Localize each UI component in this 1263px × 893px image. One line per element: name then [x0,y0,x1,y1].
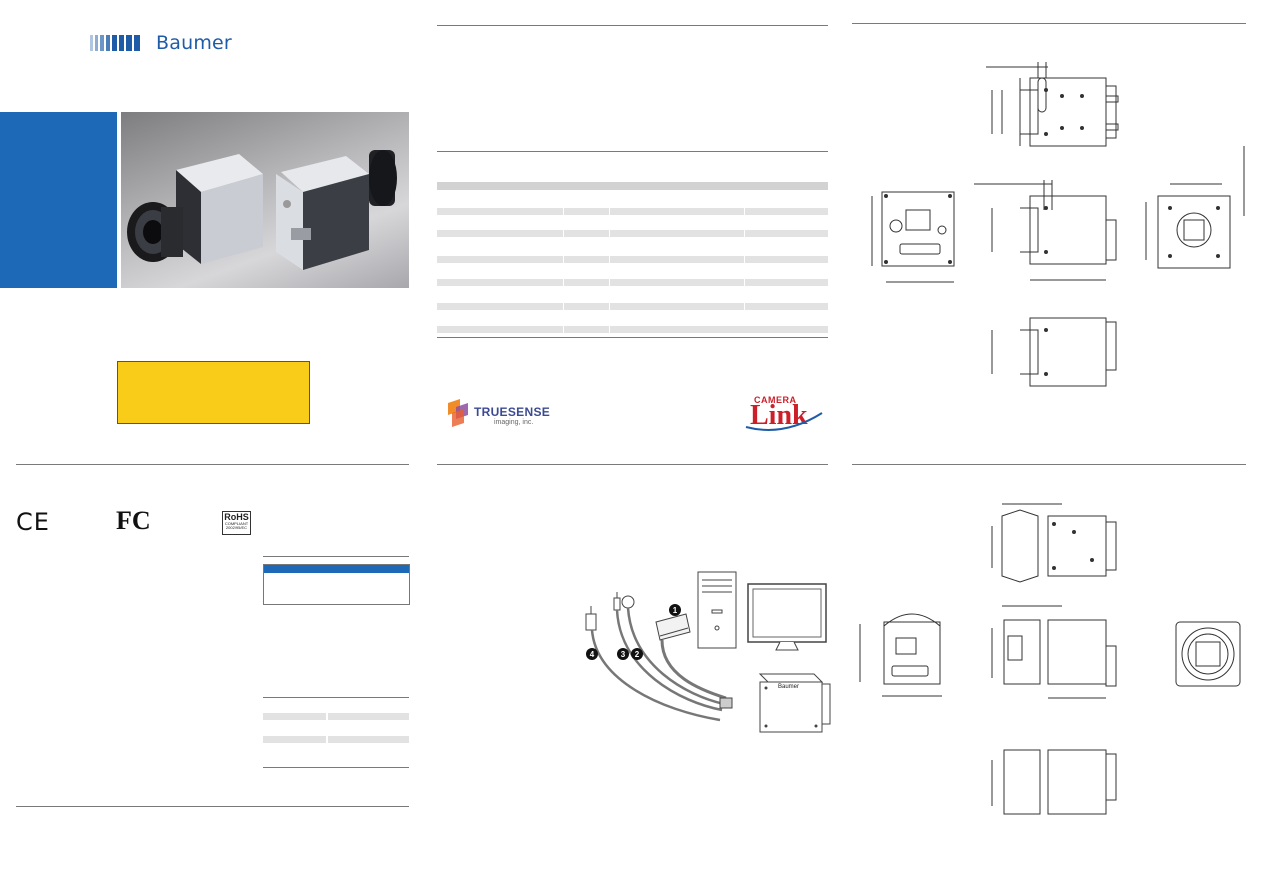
dimension-drawings-top [871,62,1245,387]
divider [437,151,828,152]
marker-1-label: 1 [673,606,678,615]
rohs-badge: RoHS COMPLIANT 2002/95/EC [222,511,251,535]
camera-badge-label: Baumer [778,684,799,690]
table-row [263,736,326,743]
table-row [437,279,828,286]
table-row [437,230,828,237]
table-box [263,564,410,605]
drawing-front-view [1145,146,1245,269]
baumer-logo: Baumer [90,32,232,55]
truesense-sub: imaging, inc. [494,419,534,426]
dimension-drawings-bottom [859,503,1241,815]
drawing-back-view-cmount [859,613,942,697]
camera-icon [719,673,831,733]
highlight-box [117,361,310,424]
ce-mark: CE [16,508,50,536]
table-header-bar [263,564,409,573]
monitor-icon [747,583,827,651]
table-row [437,303,828,310]
pc-tower-icon [697,571,737,649]
drawing-front-view-cmount [1175,621,1241,687]
cover-color-band [0,112,117,288]
rohs-compliant: COMPLIANT [224,521,249,526]
table-row [437,208,828,215]
divider [852,23,1246,24]
io-plug-icon [621,595,635,609]
drawing-bottom-view-cmount [991,749,1117,815]
cameralink-main: Link [750,400,808,431]
marker-3: 3 [617,648,629,660]
rohs-directive: 2002/95/EC [225,525,248,530]
divider [852,464,1246,465]
truesense-logo: TRUESENSE imaging, inc. [446,399,556,431]
divider [437,337,828,338]
connection-diagram: Baumer 1 2 3 4 [585,571,831,733]
divider [263,556,409,557]
drawing-side-view-cmount [991,605,1117,699]
power-plug-icon [613,592,621,611]
cameralink-logo: CAMERA Link [744,395,824,433]
divider [437,464,828,465]
table-row [437,256,828,263]
divider [263,697,409,698]
truesense-mark-icon [448,399,468,427]
marker-1: 1 [669,604,681,616]
table-row [328,736,409,743]
marker-4: 4 [586,648,598,660]
table-row [437,326,828,333]
table-row [263,713,326,720]
divider [437,25,828,26]
divider [263,767,409,768]
drawing-side-view [974,180,1117,281]
marker-3-label: 3 [621,650,626,659]
marker-4-label: 4 [590,650,595,659]
marker-2: 2 [631,648,643,660]
brand-name: Baumer [156,32,232,54]
marker-2-label: 2 [635,650,640,659]
table-row [328,713,409,720]
rohs-title: RoHS [224,512,249,522]
drawing-top-view [986,62,1119,147]
baumer-logo-mark-icon [90,35,140,51]
fcc-mark: FC [116,506,151,535]
drawing-top-view-cmount [991,503,1117,583]
frame-grabber-card-icon [655,613,691,641]
divider [16,806,409,807]
product-photo [121,112,409,288]
cameralink-top: CAMERA [754,395,797,405]
divider [16,464,409,465]
spec-header-row [437,182,828,190]
adapter-icon [585,606,597,631]
truesense-name: TRUESENSE [474,405,551,419]
drawing-back-view [871,191,955,283]
cameralink-swoosh-icon [745,412,823,431]
drawing-bottom-view [991,317,1117,387]
